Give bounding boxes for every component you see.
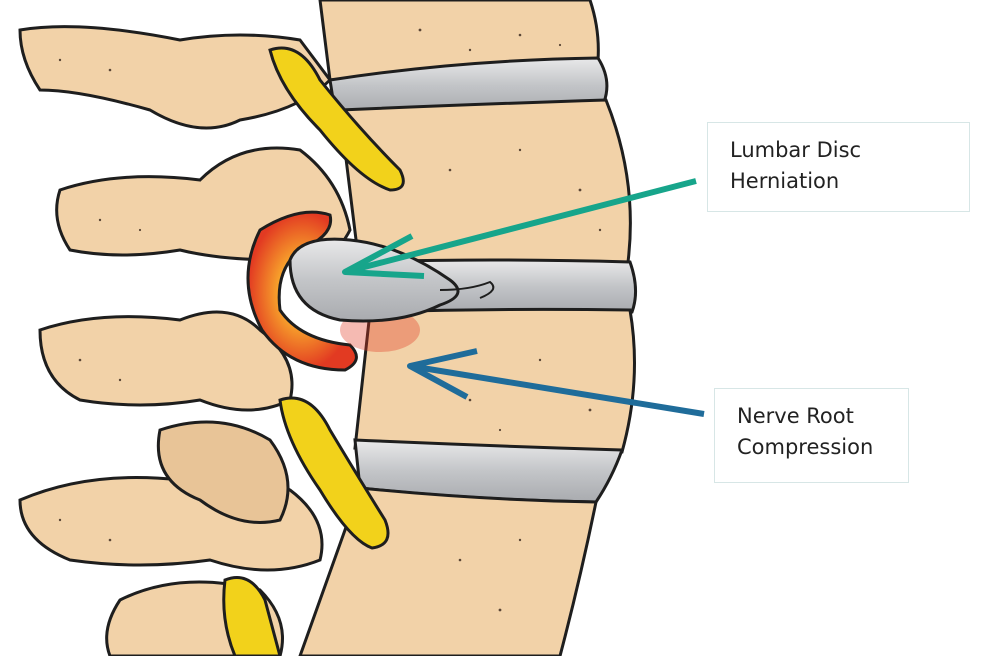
nerve-root-bottom xyxy=(222,576,282,656)
nerve-compression-arrowhead xyxy=(407,348,478,400)
herniated-disc-bulge xyxy=(288,237,460,323)
nerve-compression-arrow xyxy=(409,363,705,417)
herniation-arrowhead xyxy=(342,233,425,279)
nerve-root-lower xyxy=(278,396,390,550)
articular-process xyxy=(156,420,290,524)
disc-tear-line xyxy=(439,280,495,299)
herniation-arrow xyxy=(344,178,697,275)
inflamed-nerve-root xyxy=(246,210,358,372)
nerve-root-upper xyxy=(268,46,405,192)
bone-texture xyxy=(58,28,602,612)
spinous-process-middle xyxy=(38,310,294,412)
nerve-compression-label-line2: Compression xyxy=(737,435,874,459)
herniation-label-line2: Herniation xyxy=(730,169,840,193)
nerve-compression-label-box: Nerve Root Compression xyxy=(714,388,909,483)
nerve-compression-label-line1: Nerve Root xyxy=(737,404,854,428)
herniation-label-line1: Lumbar Disc xyxy=(730,138,862,162)
spinous-process-top xyxy=(18,25,332,130)
herniation-label-box: Lumbar Disc Herniation xyxy=(707,122,970,212)
